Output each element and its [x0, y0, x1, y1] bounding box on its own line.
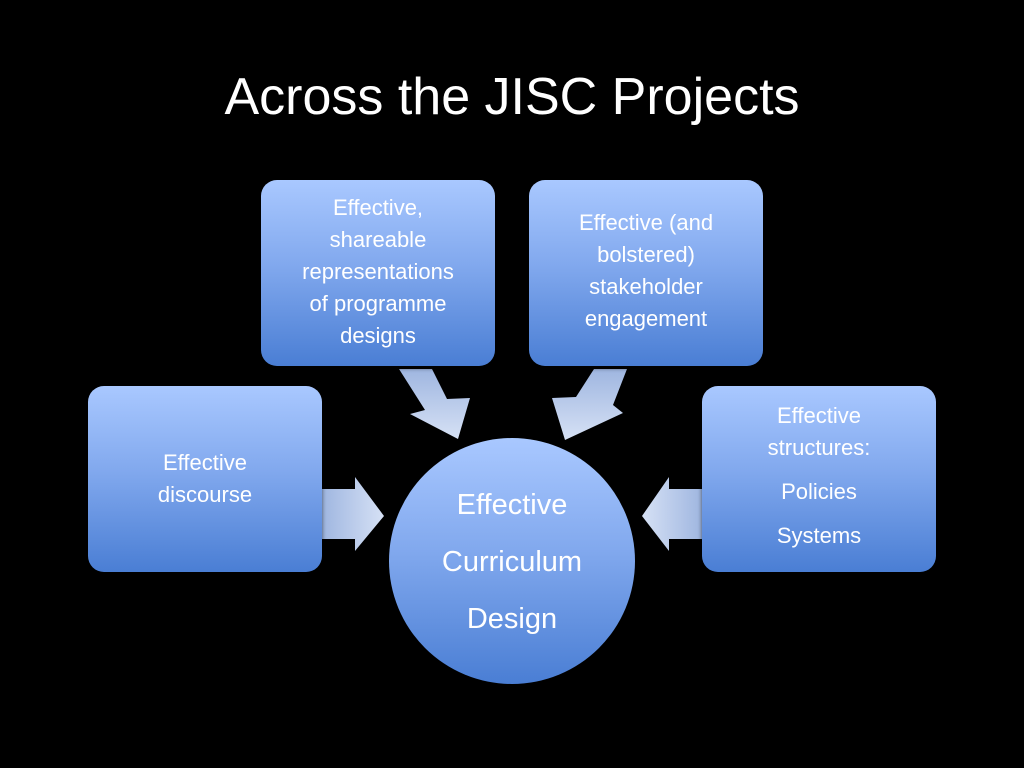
node-structures-line-2: structures: — [767, 435, 871, 460]
node-structures-line-1: Effective — [777, 403, 861, 428]
node-discourse-line-1: Effective — [163, 450, 247, 475]
node-stakeholder-line-2: bolstered) — [597, 242, 695, 267]
arrow-top-right — [552, 369, 627, 440]
node-structures-line-3: Policies — [781, 479, 857, 504]
node-center-line-1: Effective — [456, 489, 568, 521]
node-representations-line-5: designs — [340, 323, 416, 348]
node-representations-line-3: representations — [302, 259, 454, 284]
node-stakeholder-line-4: engagement — [584, 306, 708, 331]
slide-title: Across the JISC Projects — [224, 68, 800, 126]
arrow-left — [322, 477, 384, 551]
node-stakeholder-engagement: Effective (and bolstered) stakeholder en… — [529, 180, 763, 366]
node-stakeholder-line-1: Effective (and — [578, 210, 714, 235]
node-curriculum-design: Effective Curriculum Design — [389, 438, 635, 684]
node-structures-line-4: Systems — [776, 523, 862, 548]
node-representations-line-2: shareable — [329, 227, 427, 252]
node-center-line-3: Design — [466, 603, 558, 635]
arrow-top-left — [399, 369, 470, 439]
node-representations: Effective, shareable representations of … — [261, 180, 495, 366]
arrow-right — [642, 477, 702, 551]
node-structures: Effective structures: Policies Systems — [702, 386, 936, 572]
node-representations-line-1: Effective, — [332, 195, 424, 220]
node-stakeholder-line-3: stakeholder — [589, 274, 703, 299]
node-discourse: Effective discourse — [88, 386, 322, 572]
node-discourse-line-2: discourse — [157, 482, 253, 507]
node-center-line-2: Curriculum — [441, 546, 583, 578]
node-representations-line-4: of programme — [309, 291, 447, 316]
